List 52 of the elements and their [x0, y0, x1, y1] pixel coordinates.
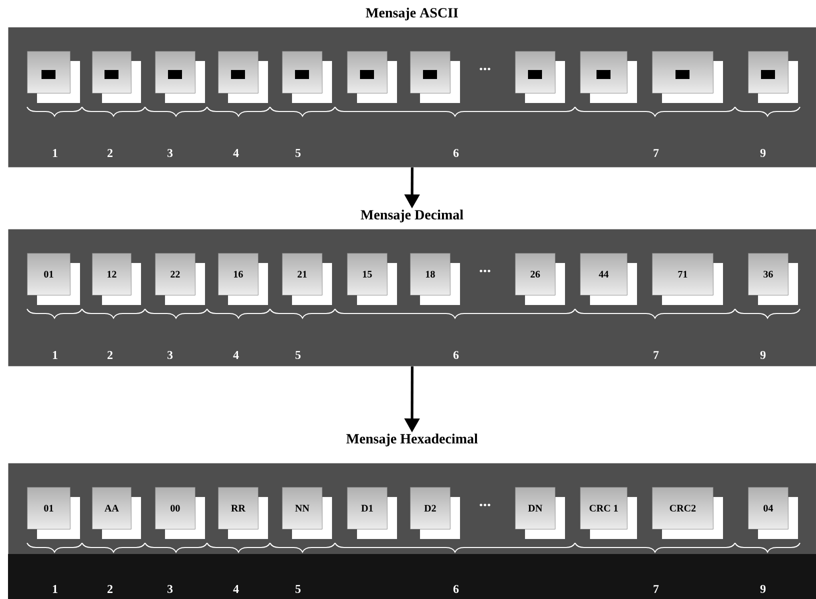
byte-box: AA	[92, 487, 141, 539]
field-number: 4	[233, 149, 239, 157]
field-number: 9	[760, 584, 766, 594]
byte-box: 44	[580, 253, 637, 305]
byte-box: RR	[218, 487, 268, 539]
field-number: 7	[654, 585, 659, 593]
field-number: 6	[453, 350, 459, 360]
field-number: 4	[233, 585, 239, 593]
field-number: 1	[52, 351, 58, 359]
field-number: 2	[108, 149, 112, 157]
byte-box: 12	[92, 253, 141, 305]
byte-box: NN	[282, 487, 332, 539]
byte-box: D1	[347, 487, 397, 539]
byte-box: 16	[218, 253, 268, 305]
byte-box: 01	[27, 253, 80, 305]
ellipsis: ...	[480, 270, 490, 272]
field-number: 1	[52, 149, 58, 157]
byte-box: CRC2	[652, 487, 723, 539]
field-number: 3	[167, 584, 173, 594]
field-number: 1	[52, 585, 58, 593]
field-number: 9	[760, 148, 766, 158]
field-number: 7	[654, 351, 659, 359]
field-number: 3	[167, 148, 173, 158]
field-number: 5	[296, 149, 301, 157]
byte-box: 71	[652, 253, 723, 305]
field-number: 5	[296, 585, 301, 593]
byte-box: 04	[748, 487, 798, 539]
field-number: 9	[760, 350, 766, 360]
field-number: 6	[453, 148, 459, 158]
field-number: 3	[167, 350, 173, 360]
byte-box: 01	[27, 487, 80, 539]
byte-box: 00	[155, 487, 205, 539]
byte-box: 15	[347, 253, 397, 305]
field-number: 4	[233, 351, 239, 359]
ellipsis: ...	[480, 504, 490, 506]
byte-box: 22	[155, 253, 205, 305]
band-title: Mensaje Decimal	[360, 210, 464, 222]
byte-box: D2	[410, 487, 460, 539]
byte-box: 18	[410, 253, 460, 305]
band-title: Mensaje ASCII	[366, 8, 458, 20]
ellipsis: ...	[480, 68, 490, 70]
byte-box: 36	[748, 253, 798, 305]
byte-box: CRC 1	[580, 487, 637, 539]
field-number: 2	[108, 585, 112, 593]
field-number: 7	[654, 149, 659, 157]
byte-box: 26	[515, 253, 565, 305]
byte-box: DN	[515, 487, 565, 539]
field-number: 6	[453, 584, 459, 594]
field-number: 2	[108, 351, 112, 359]
field-number: 5	[296, 351, 301, 359]
band-title: Mensaje Hexadecimal	[346, 434, 478, 446]
byte-box: 21	[282, 253, 332, 305]
